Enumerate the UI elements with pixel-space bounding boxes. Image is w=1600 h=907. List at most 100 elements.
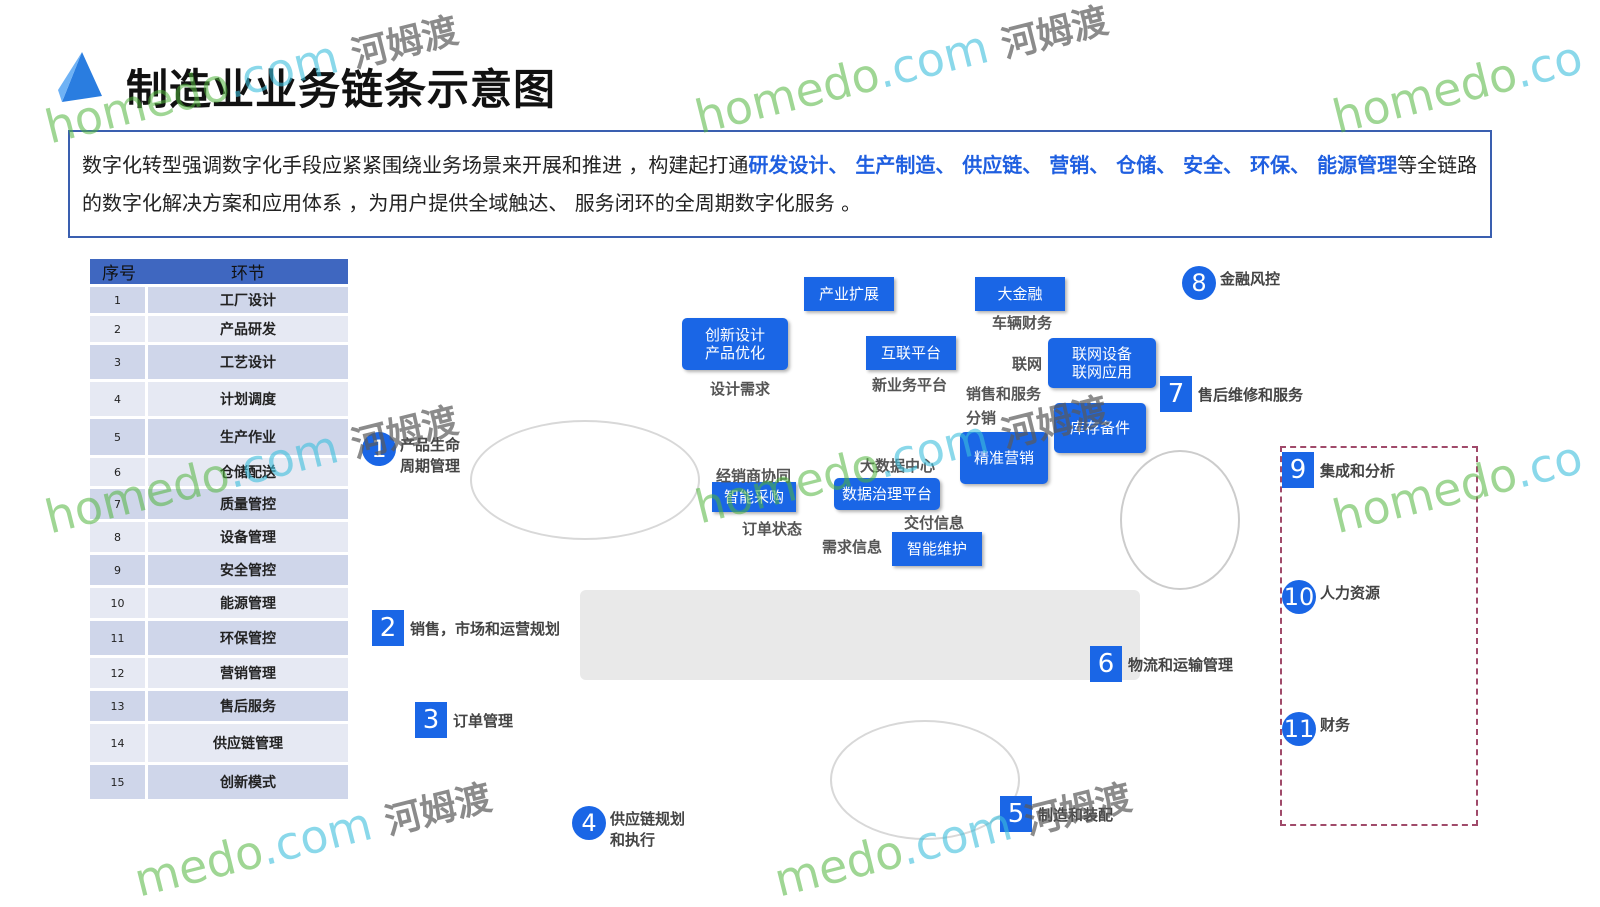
row-stage: 计划调度 [148, 382, 348, 416]
box-smart-procurement: 智能采购 [712, 482, 796, 512]
support-functions-box [1280, 446, 1478, 826]
row-stage: 质量管控 [148, 489, 348, 519]
stage-number-6: 6 [1090, 646, 1122, 682]
watermark: homedo.co [1327, 29, 1588, 145]
row-index: 1 [90, 287, 148, 313]
row-stage: 设备管理 [148, 522, 348, 552]
label-demand-info: 需求信息 [822, 538, 883, 556]
label-dealer-collab: 经销商协同 [716, 467, 792, 485]
watermark: homedo.com 河姆渡 [689, 0, 1113, 145]
stage-label: 订单管理 [453, 712, 514, 730]
stage-number-3: 3 [415, 702, 447, 738]
box-big-finance: 大金融 [975, 277, 1065, 311]
box-inventory-parts: 库存备件 [1054, 403, 1146, 453]
col-header-index: 序号 [90, 259, 148, 284]
stage-label: 金融风控 [1220, 270, 1281, 288]
box-innovation-design: 创新设计 产品优化 [682, 318, 788, 370]
box-precision-marketing: 精准营销 [960, 432, 1048, 484]
row-index: 2 [90, 316, 148, 342]
logo-icon [58, 52, 102, 102]
row-index: 10 [90, 588, 148, 618]
box-connected-devices: 联网设备 联网应用 [1048, 338, 1156, 388]
row-index: 15 [90, 765, 148, 799]
label-distribution: 分销 [966, 409, 997, 427]
row-stage: 生产作业 [148, 419, 348, 455]
label-network: 联网 [1012, 355, 1043, 373]
row-index: 7 [90, 489, 148, 519]
row-index: 5 [90, 419, 148, 455]
row-stage: 营销管理 [148, 658, 348, 688]
row-index: 13 [90, 691, 148, 721]
stage-label: 物流和运输管理 [1128, 656, 1234, 674]
stage-number-2: 2 [372, 610, 404, 646]
row-stage: 售后服务 [148, 691, 348, 721]
row-index: 9 [90, 555, 148, 585]
page-title: 制造业业务链条示意图 [126, 65, 557, 114]
row-index: 12 [90, 658, 148, 688]
row-stage: 供应链管理 [148, 724, 348, 762]
business-chain-diagram: 产业扩展 大金融 创新设计 产品优化 互联平台 联网设备 联网应用 库存备件 精… [360, 250, 1490, 890]
box-connected-platform: 互联平台 [866, 336, 956, 370]
row-stage: 能源管理 [148, 588, 348, 618]
stage-label: 销售，市场和运营规划 [410, 620, 561, 638]
label-sales-service: 销售和服务 [966, 385, 1042, 403]
description-text-2: 等全链路的数字化解决方案和应用体系 ，为用户提供全域触达、 服务闭环的全周期数字… [82, 153, 1478, 215]
stage-label: 制造和装配 [1038, 806, 1114, 824]
stage-number-5: 5 [1000, 796, 1032, 832]
logistics-ring [1120, 450, 1240, 590]
stage-label: 供应链规划 和执行 [610, 810, 686, 849]
label-design-demand: 设计需求 [710, 380, 771, 398]
row-stage: 仓储配送 [148, 458, 348, 486]
box-data-governance: 数据治理平台 [834, 478, 940, 510]
label-order-status: 订单状态 [742, 520, 803, 538]
stage-number-10: 10 [1282, 580, 1316, 614]
label-delivery-info: 交付信息 [904, 514, 965, 532]
row-stage: 工厂设计 [148, 287, 348, 313]
label-new-business-platform: 新业务平台 [872, 376, 948, 394]
stage-number-1: 1 [362, 432, 396, 466]
stage-number-8: 8 [1182, 266, 1216, 300]
row-stage: 工艺设计 [148, 345, 348, 379]
box-industry-expansion: 产业扩展 [804, 277, 894, 311]
row-stage: 创新模式 [148, 765, 348, 799]
stage-number-11: 11 [1282, 712, 1316, 746]
col-header-stage: 环节 [148, 259, 348, 284]
row-stage: 安全管控 [148, 555, 348, 585]
stage-label: 售后维修和服务 [1198, 386, 1304, 404]
platform-ring [470, 420, 700, 540]
road-path [580, 590, 1140, 680]
label-big-data-center: 大数据中心 [860, 457, 936, 475]
factory-ring [830, 720, 1020, 840]
stage-label: 产品生命 周期管理 [400, 436, 461, 475]
label-vehicle-finance: 车辆财务 [992, 314, 1053, 332]
row-stage: 环保管控 [148, 621, 348, 655]
row-index: 11 [90, 621, 148, 655]
box-smart-maintenance: 智能维护 [892, 532, 982, 566]
stage-number-4: 4 [572, 806, 606, 840]
stage-label: 集成和分析 [1320, 462, 1396, 480]
row-index: 8 [90, 522, 148, 552]
row-index: 14 [90, 724, 148, 762]
row-index: 6 [90, 458, 148, 486]
description-text: 数字化转型强调数字化手段应紧紧围绕业务场景来开展和推进 ，构建起打通 [82, 153, 749, 177]
stage-number-9: 9 [1282, 452, 1314, 488]
description-highlight: 研发设计、 生产制造、 供应链、 营销、 仓储、 安全、 环保、 能源管理 [748, 153, 1398, 177]
stage-label: 人力资源 [1320, 584, 1381, 602]
stage-label: 财务 [1320, 716, 1351, 734]
